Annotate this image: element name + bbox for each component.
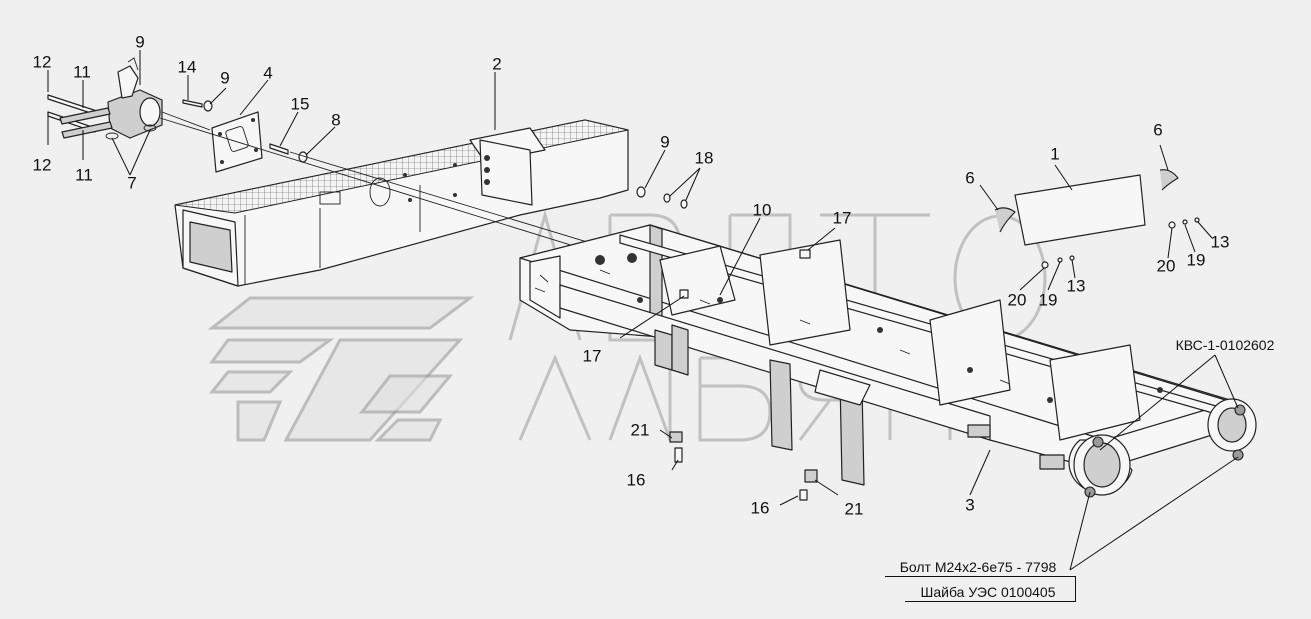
callout-3: 3 — [965, 495, 975, 515]
callout-21-left: 21 — [630, 420, 650, 440]
callout-19-right: 19 — [1186, 250, 1206, 270]
callout-20-right: 20 — [1156, 256, 1176, 276]
assembly-code-label: КВС-1-0102602 — [1175, 337, 1275, 353]
callout-6-right: 6 — [1153, 120, 1163, 140]
callout-13-right: 13 — [1210, 232, 1230, 252]
callout-12-bottom: 12 — [32, 155, 52, 175]
callout-15: 15 — [290, 94, 310, 114]
bolt-spec-label: Болт М24х2-6е75 - 7798 — [899, 559, 1057, 575]
front-bumper-box — [174, 119, 629, 287]
callout-9-left: 9 — [220, 68, 230, 88]
callout-8: 8 — [331, 110, 341, 130]
leader-lines — [47, 50, 1239, 571]
spec-box-divider — [1075, 576, 1076, 602]
callout-14: 14 — [177, 57, 197, 77]
callout-10: 10 — [752, 200, 772, 220]
callout-19-left: 19 — [1038, 290, 1058, 310]
callout-1: 1 — [1050, 144, 1060, 164]
callout-7: 7 — [127, 173, 137, 193]
callout-11-top: 11 — [73, 62, 91, 82]
spec-underline-2 — [905, 601, 1075, 602]
callout-18: 18 — [694, 148, 714, 168]
callout-13-left: 13 — [1066, 276, 1086, 296]
callout-16-right: 16 — [750, 498, 770, 518]
callout-5: 9 — [135, 32, 145, 52]
callout-17-bottom: 17 — [582, 346, 602, 366]
callout-4: 4 — [263, 63, 273, 83]
lower-fasteners — [669, 249, 818, 501]
callout-21-right: 21 — [844, 499, 864, 519]
cover-plate — [994, 169, 1200, 269]
towing-coupling — [107, 57, 211, 139]
washer-spec-label: Шайба УЭС 0100405 — [920, 584, 1056, 600]
watermark-logo — [207, 296, 475, 442]
callout-16-left: 16 — [626, 470, 646, 490]
callout-11-bottom: 11 — [75, 165, 93, 185]
callout-2: 2 — [492, 54, 502, 74]
chassis-frame — [519, 224, 1257, 498]
callout-17-top: 17 — [832, 208, 852, 228]
callout-12-top: 12 — [32, 52, 52, 72]
callout-6-left: 6 — [965, 168, 975, 188]
callout-20-left: 20 — [1007, 290, 1027, 310]
callout-9-right: 9 — [660, 132, 670, 152]
spec-underline-1 — [885, 576, 1075, 577]
pins-and-fasteners — [47, 94, 701, 286]
